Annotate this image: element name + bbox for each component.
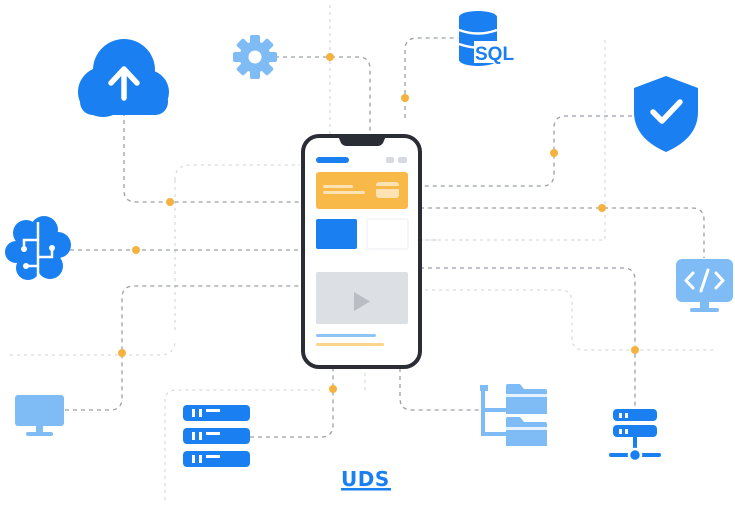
connector-dot: [118, 349, 126, 357]
app-header-dot: [386, 157, 394, 163]
server-rack-icon: [183, 405, 250, 467]
folder-tree-icon: [480, 384, 547, 446]
cloud-upload-icon: [78, 39, 169, 117]
connector-dot: [631, 346, 639, 354]
connector-dot: [598, 204, 606, 212]
connector-sql: [404, 37, 458, 118]
code-monitor-icon: [676, 259, 733, 312]
connector-dot: [326, 53, 334, 61]
connector-code: [420, 207, 705, 258]
blue-tile: [316, 219, 357, 249]
connector-dot: [166, 198, 174, 206]
card-icon: [376, 182, 399, 198]
logo-text: UDS: [341, 467, 390, 491]
white-tile: [366, 218, 409, 250]
uds-logo: UDS: [341, 467, 391, 491]
shield-check-icon: [634, 76, 698, 152]
gear-icon: [233, 35, 277, 79]
network-server-icon: [609, 409, 661, 463]
app-header-bar: [316, 157, 349, 163]
connector-shield: [420, 115, 632, 187]
connector-settings: [275, 56, 371, 137]
connector-dot: [401, 94, 409, 102]
brain-circuit-icon: [5, 216, 71, 280]
phone-screen-content: [316, 157, 409, 346]
connector-dot: [550, 149, 558, 157]
connector-dots: [118, 53, 639, 393]
database-icon: SQL: [458, 11, 514, 66]
text-line: [316, 334, 376, 337]
connector-servers: [250, 368, 334, 438]
connector-lines: [65, 37, 705, 438]
smartphone-icon: [301, 134, 422, 369]
payment-card: [316, 172, 408, 209]
connector-network: [420, 267, 636, 408]
text-line: [316, 343, 384, 346]
app-header-dot: [398, 157, 407, 163]
background-grid-lines: [10, 5, 715, 500]
connector-dot: [132, 246, 140, 254]
connector-filetree: [399, 368, 480, 411]
connector-cloud: [123, 112, 303, 203]
sql-label: SQL: [475, 44, 514, 65]
play-icon: [354, 292, 370, 311]
connector-desktop: [65, 285, 303, 411]
desktop-monitor-icon: [15, 395, 64, 436]
connector-dot: [329, 385, 337, 393]
